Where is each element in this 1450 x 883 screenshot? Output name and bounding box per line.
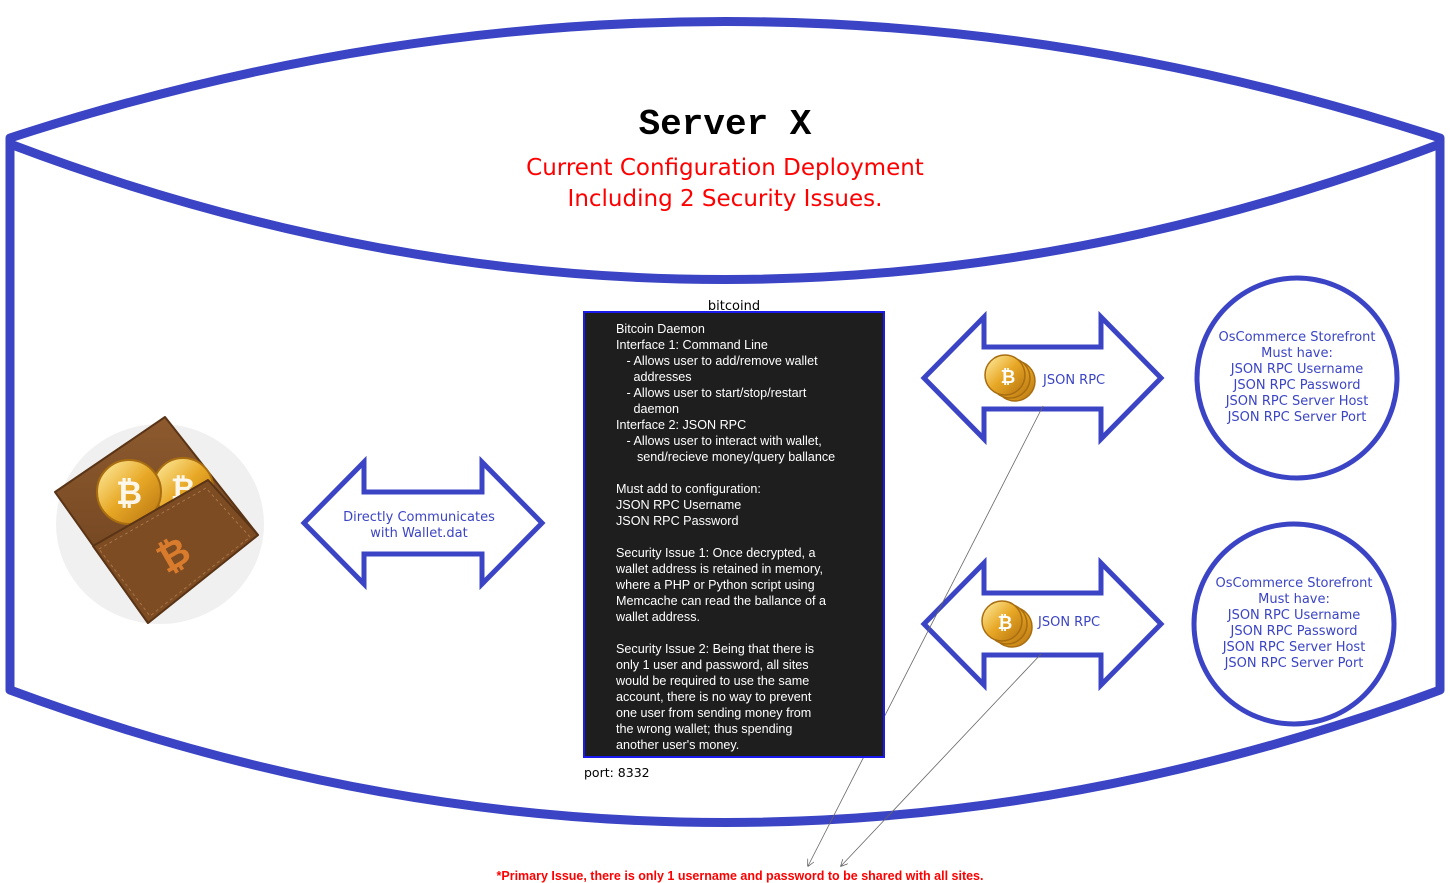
daemon-box: Bitcoin Daemon Interface 1: Command Line… bbox=[583, 311, 885, 758]
bitcoin-coins-icon: ₿ bbox=[984, 354, 1036, 402]
primary-issue-note: *Primary Issue, there is only 1 username… bbox=[496, 869, 984, 883]
rpc-link-label: JSON RPC bbox=[1038, 615, 1101, 630]
storefront-name: OsCommerce Storefront bbox=[1218, 330, 1376, 345]
issue-connector-2 bbox=[841, 653, 1042, 866]
storefront-requirement: JSON RPC Server Host bbox=[1222, 640, 1366, 655]
storefront-text-1: OsCommerce Storefront Must have: JSON RP… bbox=[1197, 330, 1397, 426]
storefront-requirement: JSON RPC Server Host bbox=[1225, 394, 1369, 409]
storefront-requirement: JSON RPC Server Port bbox=[1224, 656, 1364, 671]
storefront-requirement-heading: Must have: bbox=[1261, 346, 1333, 361]
bitcoin-coins-icon: ₿ bbox=[981, 600, 1033, 648]
storefront-text-2: OsCommerce Storefront Must have: JSON RP… bbox=[1194, 576, 1394, 672]
storefront-requirement: JSON RPC Password bbox=[1233, 378, 1361, 393]
storefront-requirement: JSON RPC Username bbox=[1230, 362, 1364, 377]
storefront-circle-1 bbox=[1194, 275, 1400, 481]
daemon-port: port: 8332 bbox=[584, 765, 650, 780]
storefront-circle-2 bbox=[1191, 521, 1397, 727]
svg-text:₿: ₿ bbox=[998, 613, 1013, 634]
server-title: Server X bbox=[638, 104, 812, 145]
storefront-name: OsCommerce Storefront bbox=[1215, 576, 1373, 591]
server-subtitle-line2: Including 2 Security Issues. bbox=[567, 186, 883, 212]
storefront-requirement: JSON RPC Server Port bbox=[1227, 410, 1367, 425]
svg-text:₿: ₿ bbox=[116, 474, 142, 512]
rpc-link-label: JSON RPC bbox=[1043, 373, 1106, 388]
rpc-link-arrow-2 bbox=[920, 556, 1165, 692]
issue-connector-1 bbox=[808, 405, 1044, 866]
daemon-label: bitcoind bbox=[707, 299, 761, 314]
wallet-link-arrow bbox=[300, 455, 546, 591]
storefront-requirement: JSON RPC Password bbox=[1230, 624, 1358, 639]
server-subtitle-line1: Current Configuration Deployment bbox=[526, 155, 924, 181]
daemon-description: Bitcoin Daemon Interface 1: Command Line… bbox=[616, 322, 836, 752]
wallet-link-label-line1: Directly Communicates bbox=[343, 510, 495, 525]
server-container-top-rim bbox=[8, 139, 1442, 284]
bitcoin-wallet-icon: ₿ ₿ ₿ bbox=[54, 416, 264, 624]
rpc-link-arrow-1 bbox=[920, 310, 1165, 446]
storefront-requirement: JSON RPC Username bbox=[1227, 608, 1361, 623]
wallet-link-label-line2: with Wallet.dat bbox=[370, 526, 468, 541]
svg-text:₿: ₿ bbox=[1001, 367, 1016, 388]
storefront-requirement-heading: Must have: bbox=[1258, 592, 1330, 607]
